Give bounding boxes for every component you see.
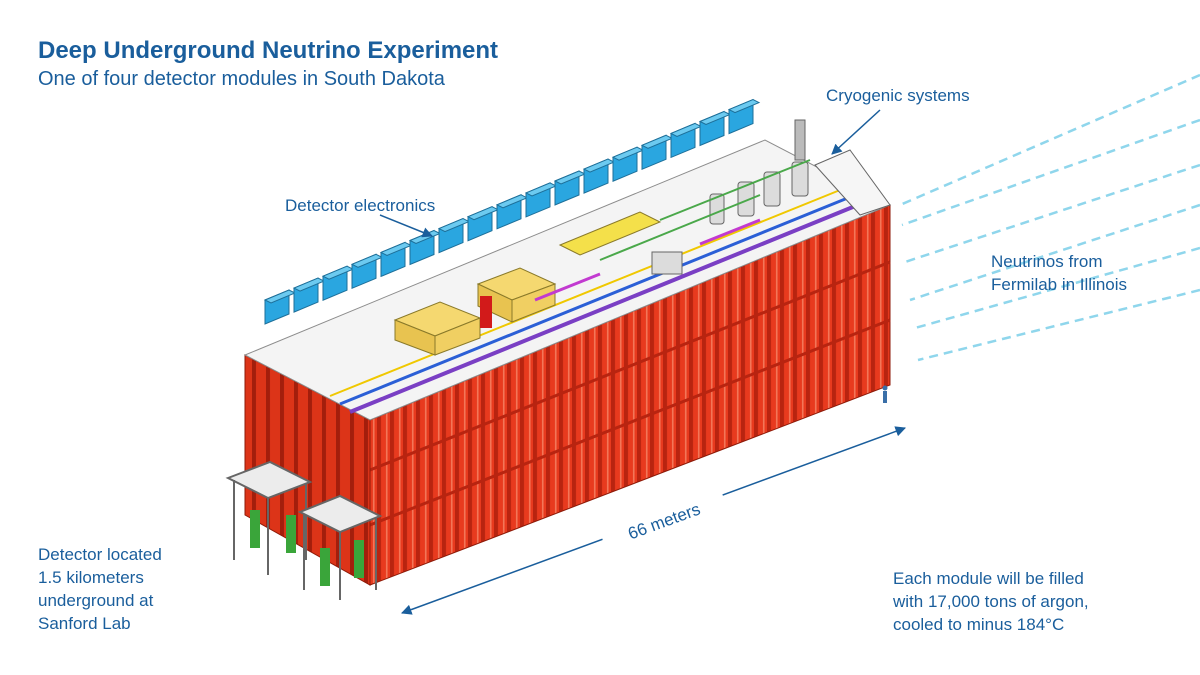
person-figure [882,385,888,403]
neutrino-beam-line [901,118,1200,227]
support-frame-left [225,460,313,575]
electronics-callout-arrow [379,214,433,238]
neutrino-beam-line [899,73,1200,207]
cryo-platform [814,149,891,216]
cable-tray [339,191,861,406]
green-equipment [250,510,364,586]
stair-tower [794,119,806,161]
cryogenic-callout-arrow [831,109,881,155]
electronics-rack-top [727,99,761,114]
cable-tray [329,185,851,397]
location-label: Detector located 1.5 kilometers undergro… [38,545,162,633]
cable-tray [349,198,871,414]
page-subtitle: One of four detector modules in South Da… [38,68,445,90]
piping [599,159,811,261]
magenta-piping [534,218,761,302]
detector-electronics-label: Detector electronics [285,196,436,215]
cryogenic-tanks [651,161,809,275]
neutrino-beam-arrows [899,73,1200,362]
electronics-racks [263,98,761,325]
neutrino-beam-line [917,288,1200,362]
argon-fill-label: Each module will be filled with 17,000 t… [893,569,1089,634]
neutrino-beam-line [909,203,1200,302]
neutrino-beam-line [904,163,1200,264]
neutrinos-label: Neutrinos from Fermilab in Illinois [991,252,1128,294]
support-frame-right [297,494,383,600]
neutrino-beam-line [914,246,1200,330]
cryogenic-systems-label: Cryogenic systems [826,86,970,105]
page-title: Deep Underground Neutrino Experiment [38,37,499,64]
yellow-platforms [393,211,662,356]
